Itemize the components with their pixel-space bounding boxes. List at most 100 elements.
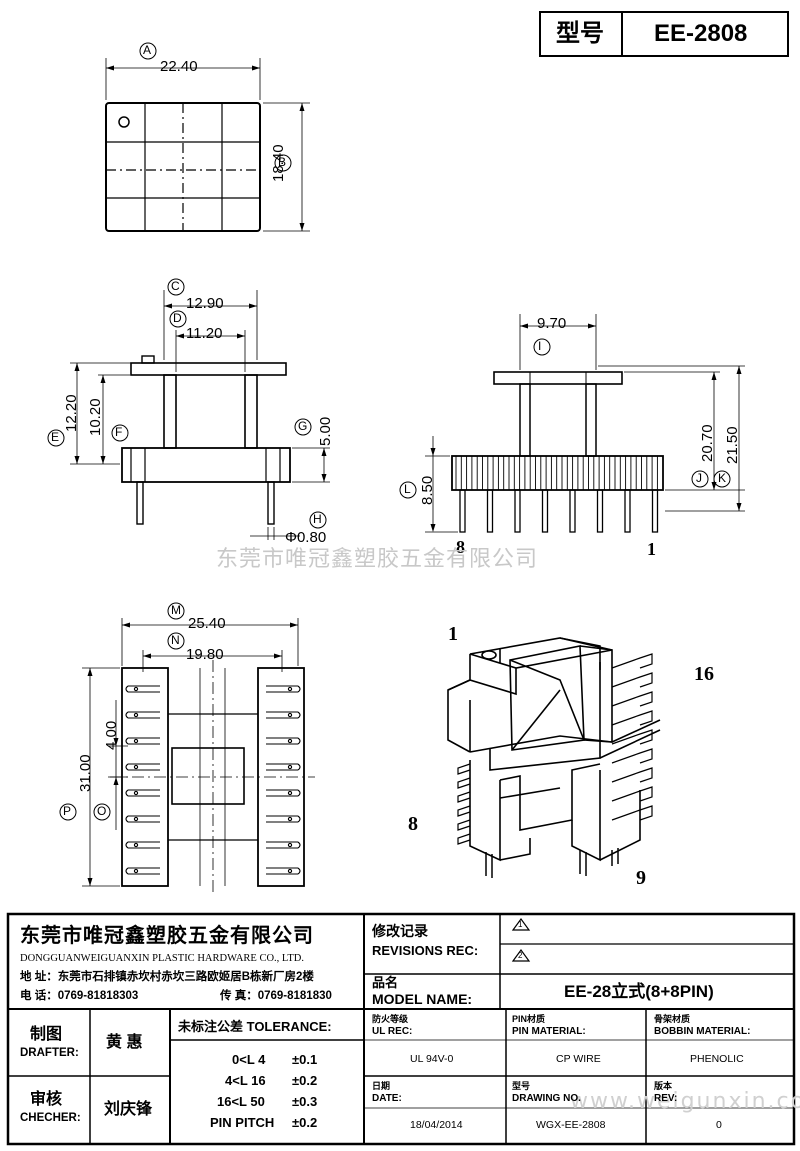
iso-fin: [611, 805, 653, 821]
revision-2: 2: [518, 951, 523, 960]
terminal-pin: [596, 489, 604, 533]
top-view: [105, 42, 310, 232]
dim-i-label: I: [538, 339, 542, 353]
iso-fin: [611, 767, 653, 783]
company-fax: 传 真：0769-8181830: [220, 990, 332, 1002]
model-name-value: EE-28立式(8+8PIN): [564, 982, 714, 1001]
title-block: [6, 912, 796, 1146]
dim-k-label: K: [718, 471, 727, 485]
tolerance-label: 未标注公差 TOLERANCE:: [178, 1019, 332, 1034]
tolerance-value-4: ±0.2: [292, 1115, 318, 1130]
iso-fin: [457, 805, 471, 817]
drawing-no-value: WGX-EE-2808: [536, 1119, 606, 1131]
checker-label-cn: 审核: [30, 1091, 63, 1108]
tolerance-value-3: ±0.3: [292, 1094, 318, 1109]
terminal-pin: [459, 489, 466, 533]
pin-hole: [133, 764, 139, 770]
tolerance-range-3: 16<L 50: [217, 1094, 265, 1109]
pin-label-iso-16: 16: [694, 663, 714, 685]
terminal-pin: [541, 489, 549, 533]
dim-l-label: L: [404, 482, 411, 496]
bobbin-material-value: PHENOLIC: [690, 1053, 744, 1065]
pin-slot-end: [297, 685, 301, 693]
dim-e-value: 12.20: [63, 394, 80, 432]
company-name-en: DONGGUANWEIGUANXIN PLASTIC HARDWARE CO.,…: [20, 953, 304, 964]
pin-label-iso-1: 1: [448, 623, 458, 645]
dim-k-value: 21.50: [724, 426, 741, 464]
date-value: 18/04/2014: [410, 1119, 463, 1131]
model-name-label-en: MODEL NAME:: [372, 991, 473, 1007]
dim-i-value: 9.70: [537, 315, 567, 332]
front-view: [47, 278, 330, 540]
dim-c-label: C: [171, 279, 180, 293]
pin-slot-end: [125, 815, 129, 823]
dim-p-label: P: [63, 804, 72, 818]
pin-label-side-1: 1: [647, 539, 656, 559]
dim-g-label: G: [298, 419, 308, 433]
iso-fin: [611, 691, 653, 707]
rev-label-en: REV:: [654, 1093, 678, 1104]
tolerance-value-2: ±0.2: [292, 1073, 318, 1088]
bobbin-material-label-en: BOBBIN MATERIAL:: [654, 1026, 751, 1037]
bobbin-material-label-cn: 骨架材质: [654, 1014, 691, 1024]
terminal-pin: [624, 489, 631, 533]
terminal-pin: [486, 489, 494, 533]
pin-slot-end: [297, 737, 301, 745]
pin-hole: [287, 738, 293, 744]
terminal-pin: [651, 489, 659, 533]
pin-slot-end: [297, 711, 301, 719]
company-phone: 电 话：0769-81818303: [20, 990, 139, 1002]
iso-fin: [457, 819, 471, 831]
pin-hole: [287, 764, 293, 770]
rev-value: 0: [716, 1119, 722, 1131]
pin-slot-end: [125, 711, 129, 719]
pin-slot-end: [297, 763, 301, 771]
dim-d-value: 11.20: [186, 325, 223, 342]
pin-hole: [133, 790, 139, 796]
revisions-label-cn: 修改记录: [372, 923, 428, 939]
drafter-name: 黄 惠: [106, 1034, 143, 1051]
dim-g-value: 5.00: [317, 416, 334, 446]
dim-j-label: J: [696, 471, 702, 485]
header-box: [539, 11, 789, 57]
iso-fin: [611, 672, 653, 688]
dim-f-value: 10.20: [87, 398, 104, 436]
pin-hole: [133, 816, 139, 822]
side-view: [399, 314, 745, 533]
watermark-url: www.weigunxin.com: [570, 1089, 800, 1114]
date-label-en: DATE:: [372, 1093, 402, 1104]
iso-fin: [611, 710, 653, 726]
pin-hole: [287, 842, 293, 848]
pin-slot-end: [297, 841, 301, 849]
dim-l-value: 8.50: [419, 475, 436, 505]
iso-fin: [611, 729, 653, 745]
model-label: 型号: [556, 20, 604, 47]
dim-h-label: H: [313, 512, 322, 526]
pin-hole: [287, 868, 293, 874]
pin-hole: [287, 816, 293, 822]
pin-slot-end: [125, 763, 129, 771]
pin-label-side-8: 8: [456, 537, 465, 557]
dim-m-label: M: [171, 603, 181, 617]
drawing-no-label-cn: 型号: [512, 1081, 531, 1091]
revision-1: 1: [518, 920, 523, 929]
pin-slot-end: [297, 789, 301, 797]
pin-material-value: CP WIRE: [556, 1053, 601, 1065]
tolerance-value-1: ±0.1: [292, 1052, 318, 1067]
pin-hole: [133, 712, 139, 718]
dim-f-label: F: [115, 425, 123, 439]
pin-material-label-cn: PIN材质: [512, 1014, 546, 1024]
dim-e-label: E: [51, 430, 60, 444]
iso-fin: [457, 791, 471, 803]
company-address: 地 址：东莞市石排镇赤坎村赤坎三路欧姬居B栋新厂房2楼: [20, 971, 314, 983]
pin-hole: [287, 686, 293, 692]
dim-m-value: 25.40: [188, 615, 226, 632]
revisions-label-en: REVISIONS REC:: [372, 943, 479, 958]
drawing-no-label-en: DRAWING NO.: [512, 1093, 581, 1104]
dim-a-value: 22.40: [160, 58, 198, 75]
dim-c-value: 12.90: [186, 295, 224, 312]
terminal-pin: [569, 489, 576, 533]
model-name-label-cn: 品名: [372, 975, 399, 990]
pin-label-iso-9: 9: [636, 867, 646, 889]
